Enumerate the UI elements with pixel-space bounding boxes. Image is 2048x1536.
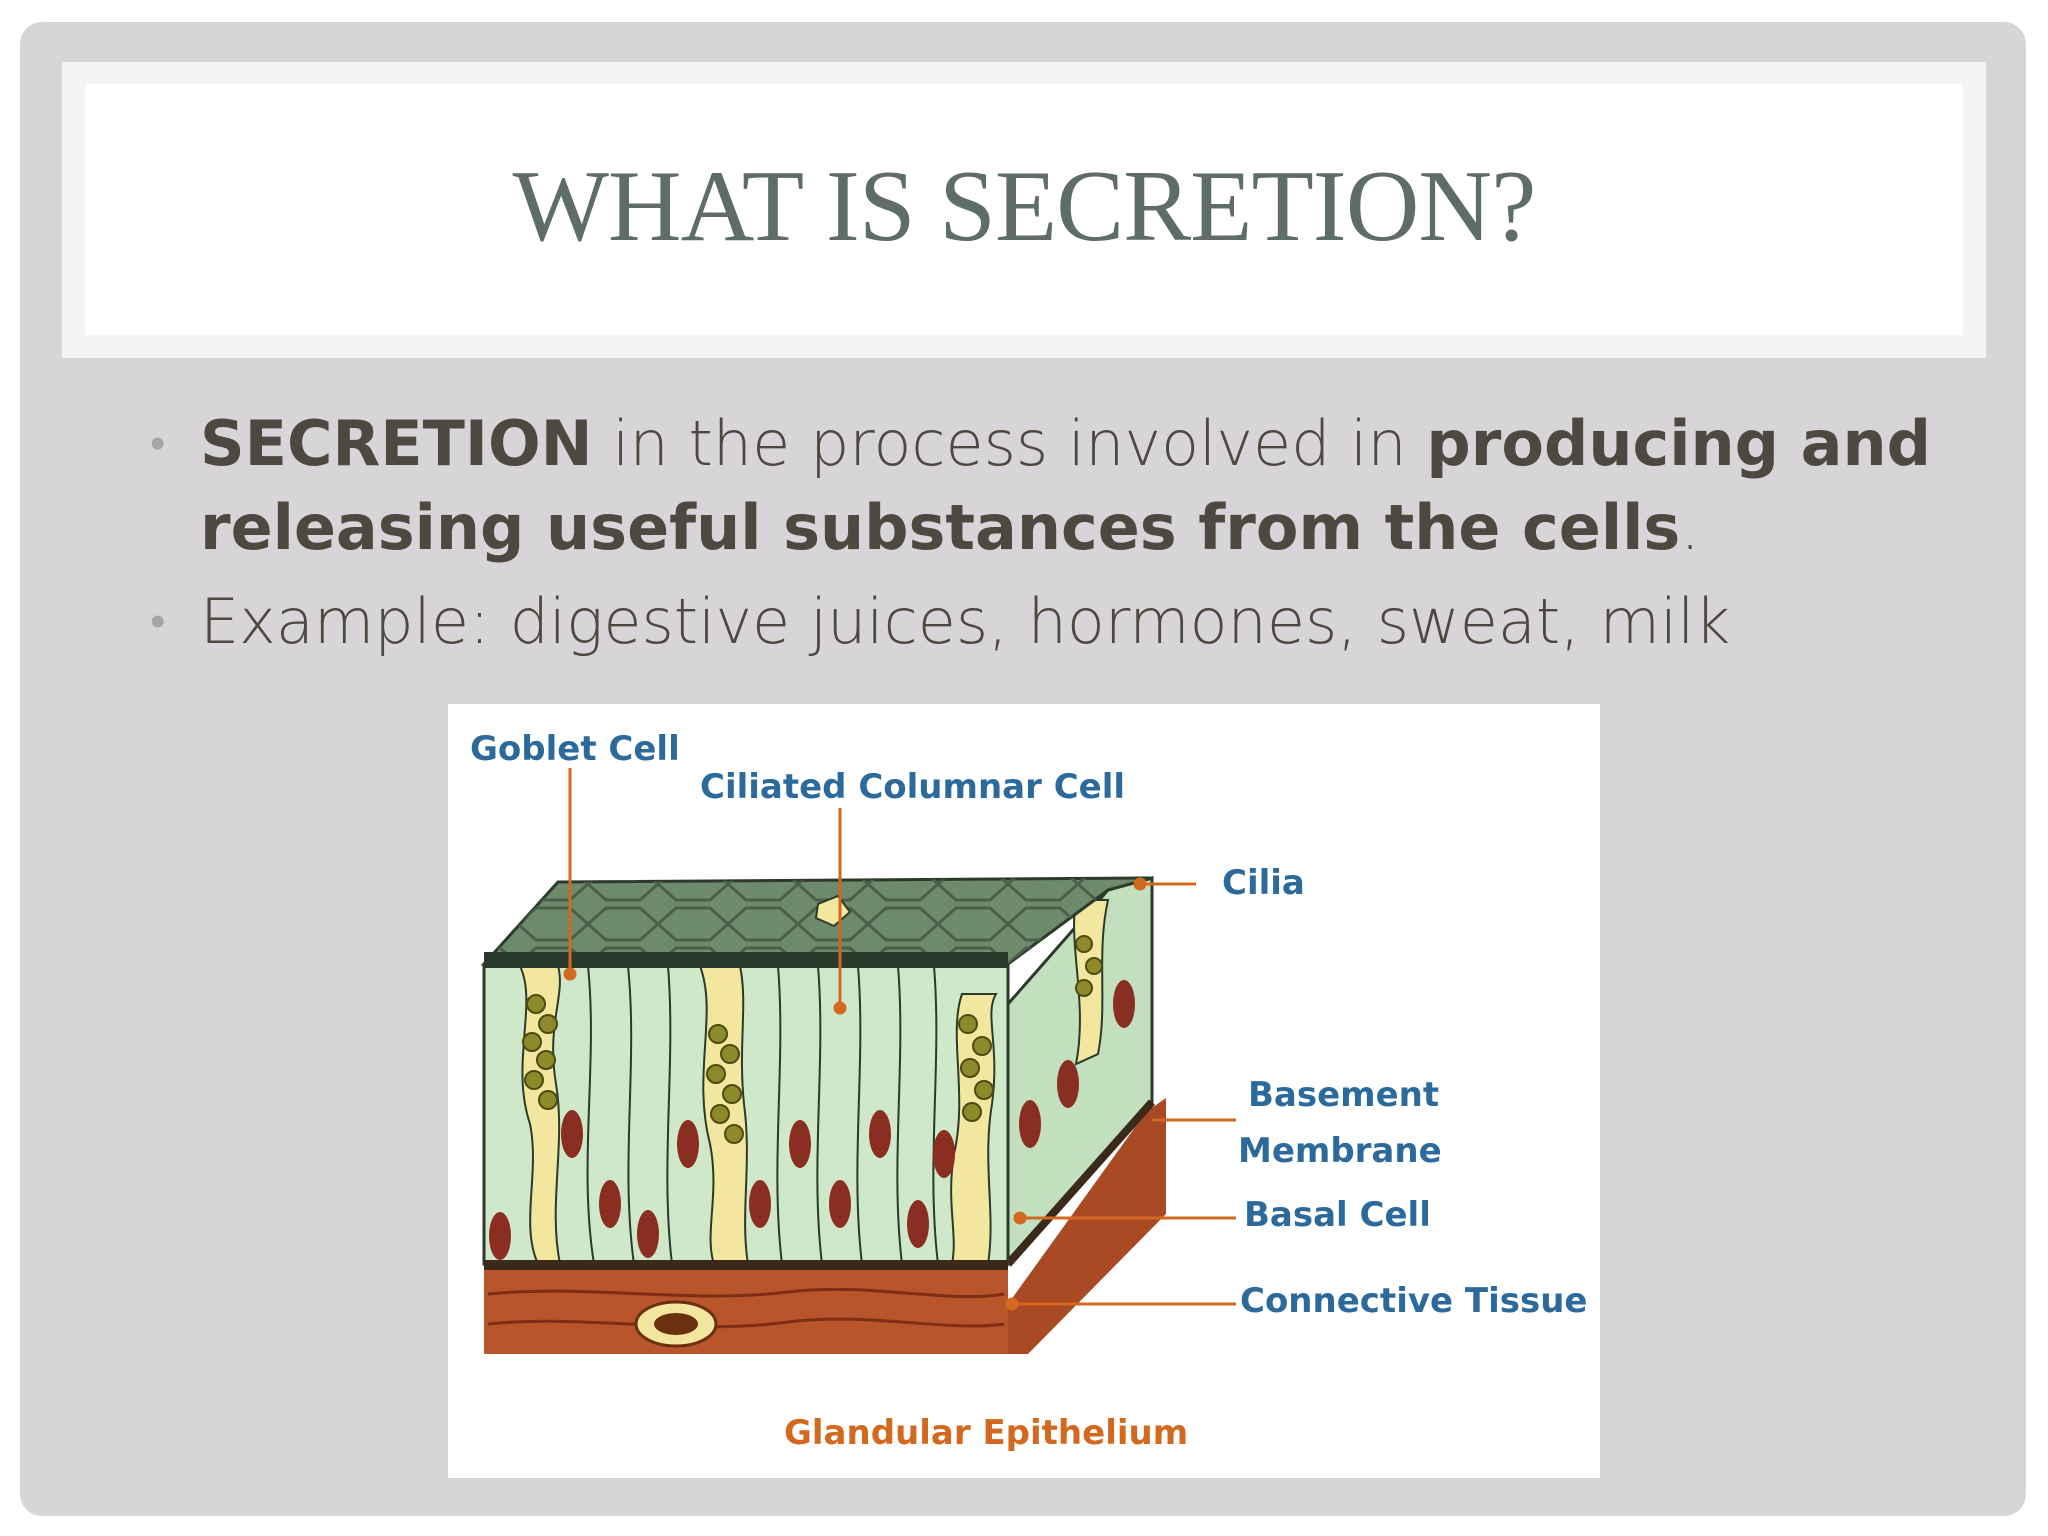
bullet-definition: • SECRETION in the process involved in p… <box>144 402 1944 570</box>
title-box: WHAT IS SECRETION? <box>85 84 1963 335</box>
epithelium-illustration <box>480 768 1236 1354</box>
label-ciliated-columnar-cell: Ciliated Columnar Cell <box>700 767 1126 807</box>
label-basal-cell: Basal Cell <box>1244 1195 1431 1235</box>
bullet-list: • SECRETION in the process involved in p… <box>144 402 1944 664</box>
label-goblet-cell: Goblet Cell <box>470 729 680 769</box>
bullet-1-text: in the process involved in <box>592 407 1427 480</box>
basement-membrane-side <box>1005 1099 1155 1267</box>
label-membrane: Membrane <box>1238 1131 1442 1171</box>
label-cilia: Cilia <box>1222 863 1305 903</box>
cilia-band <box>484 952 1008 968</box>
bullet-1-bold-term: SECRETION <box>200 407 593 480</box>
secretory-granules <box>522 935 1103 1144</box>
bullet-2-text: Example: digestive juices, hormones, swe… <box>200 585 1731 658</box>
cell-walls <box>586 965 939 1265</box>
connective-tissue-side <box>1008 1098 1166 1354</box>
slide-title: WHAT IS SECRETION? <box>512 149 1537 263</box>
bullet-example: • Example: digestive juices, hormones, s… <box>144 580 1944 664</box>
bullet-1-period: . <box>1680 491 1700 564</box>
bullet-dot-icon: • <box>150 596 166 647</box>
apical-cell-pattern <box>484 878 1152 964</box>
bullet-dot-icon: • <box>150 418 166 469</box>
bullet-1-bold-phrase: producing and releasing useful substance… <box>200 407 1931 564</box>
capillary-lumen <box>654 1313 698 1335</box>
connective-tissue <box>484 1270 1008 1354</box>
cell-nuclei <box>489 980 1135 1260</box>
label-basement: Basement <box>1248 1075 1440 1115</box>
goblet-cell <box>950 993 998 1265</box>
label-connective-tissue: Connective Tissue <box>1240 1281 1588 1321</box>
leader-lines <box>563 768 1236 1311</box>
connective-fibers <box>487 1287 1005 1329</box>
basement-membrane <box>484 1260 1008 1270</box>
epithelium-diagram: Goblet Cell Ciliated Columnar Cell Cilia… <box>448 704 1600 1478</box>
label-glandular-epithelium: Glandular Epithelium <box>784 1413 1189 1453</box>
